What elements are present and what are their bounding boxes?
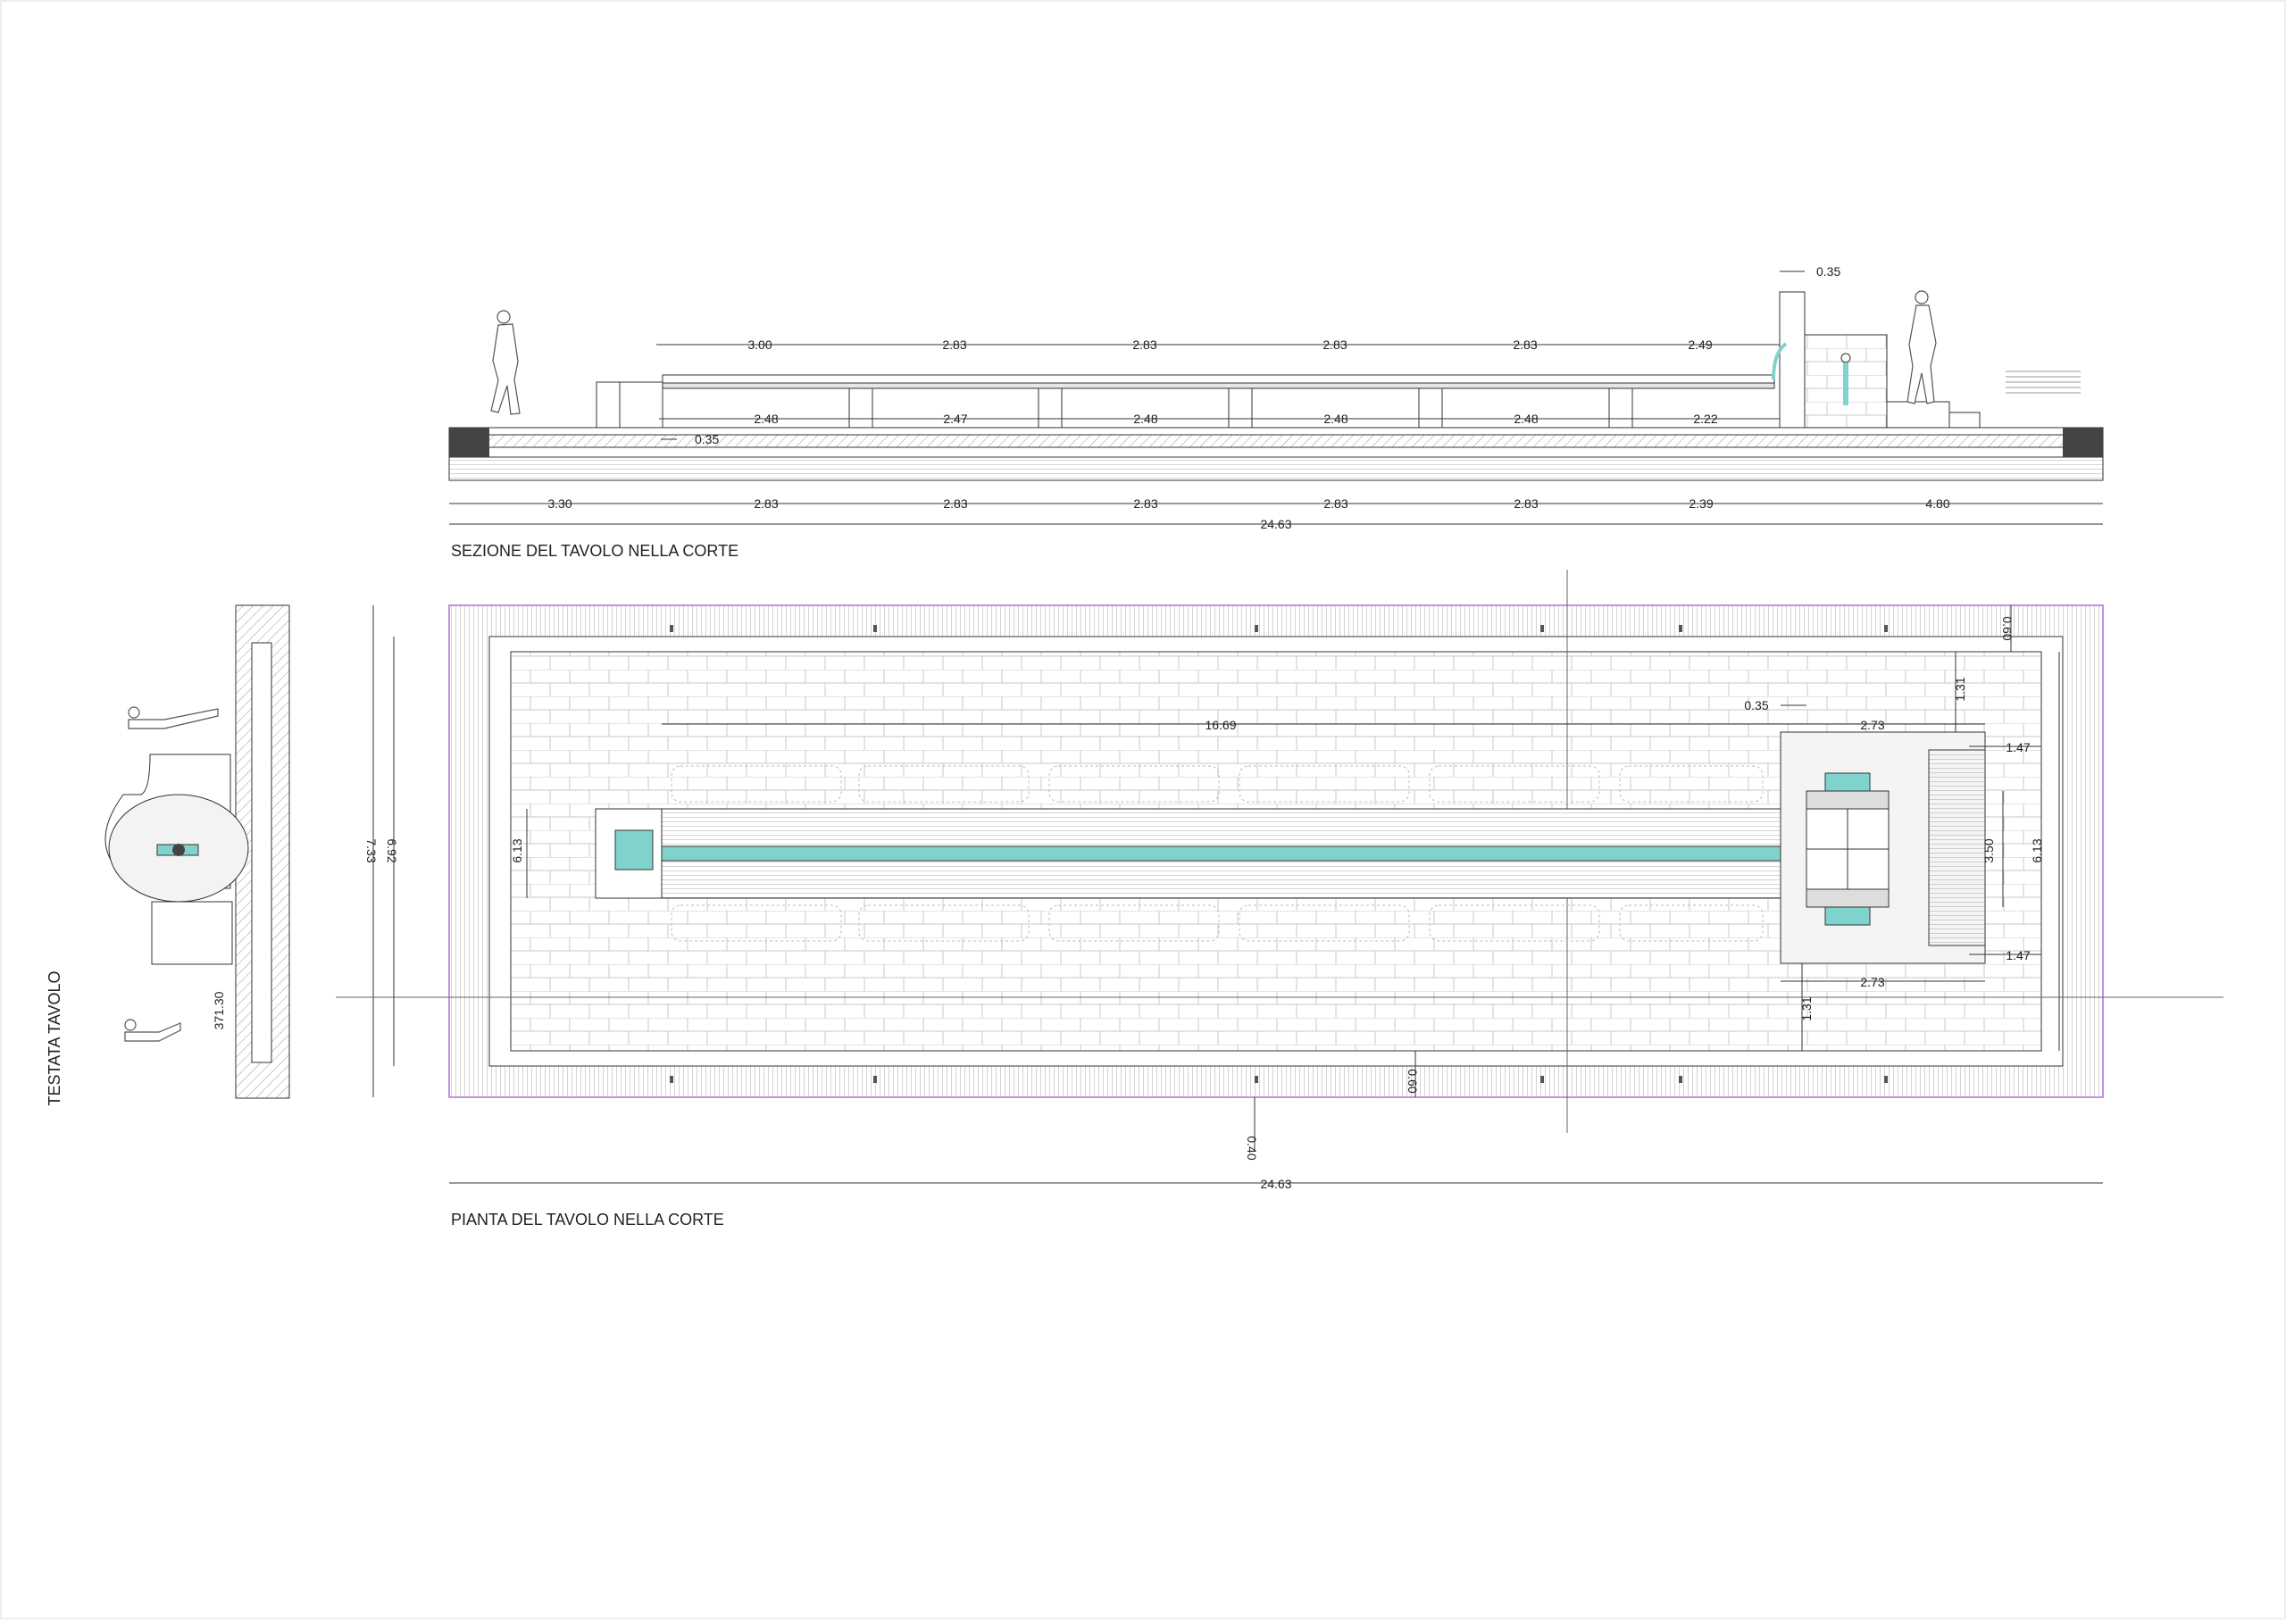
section-dimension-lines <box>449 271 2103 525</box>
plan-fountain-water-bottom <box>1824 906 1871 926</box>
table-leg-3 <box>1228 387 1253 429</box>
table-top-slab <box>662 374 1775 384</box>
sec-inner-dim-4: 2.48 <box>1323 412 1347 426</box>
plan-right-bottom-dim: 1.31 <box>1799 996 1814 1020</box>
plan-fountain-width-top-dim: 2.73 <box>1860 718 1884 732</box>
sec-top-dim-5: 2.83 <box>1513 337 1537 352</box>
table-channel <box>662 382 1775 389</box>
plan-fountain-steps <box>1928 749 1986 946</box>
plan-border-top-dim: 0.60 <box>2000 616 2015 640</box>
head-wall-inner <box>251 642 272 1063</box>
section-drawing: 3.00 2.83 2.83 2.83 2.83 2.49 0.35 2.48 … <box>448 264 2104 560</box>
plan-dimension-lines <box>372 605 2103 1184</box>
plan-right-inner-height-dim: 6.13 <box>2030 838 2044 862</box>
plan-table-edge-bottom <box>661 860 1781 899</box>
plan-mid-height-dim: 6.92 <box>385 838 399 862</box>
plan-right-gap-bottom-dim: 1.47 <box>2006 948 2030 962</box>
table-leg-2 <box>1038 387 1063 429</box>
sec-bottom-dim-4: 2.83 <box>1133 496 1157 511</box>
sec-bottom-dim-7: 2.39 <box>1689 496 1713 511</box>
plan-border-bottom-dim: 0.60 <box>1406 1069 1420 1093</box>
plan-fountain-offset-dim: 0.35 <box>1744 698 1768 712</box>
head-height-dim: 371.30 <box>212 991 226 1029</box>
head-elevation: 371.30 TESTATA TAVOLO <box>46 604 290 1106</box>
sec-top-dim-3: 2.83 <box>1132 337 1156 352</box>
sec-total-dim: 24.63 <box>1260 517 1291 531</box>
section-title: SEZIONE DEL TAVOLO NELLA CORTE <box>451 542 738 560</box>
sec-inner-dim-3: 2.48 <box>1133 412 1157 426</box>
person-figure-right <box>1906 290 1937 404</box>
sec-top-dim-1: 3.00 <box>747 337 772 352</box>
person-figure-left <box>490 310 521 415</box>
plan-drawing: 16.69 0.35 2.73 2.73 1.31 1.31 1.47 1.47… <box>336 570 2223 1228</box>
head-spout <box>172 844 185 856</box>
plan-table-head-water <box>614 829 654 870</box>
head-person-bottom <box>124 1019 181 1042</box>
sec-top-extra-dim: 0.35 <box>1816 264 1840 279</box>
sec-bottom-dim-6: 2.83 <box>1514 496 1538 511</box>
sec-bottom-dim-1: 3.30 <box>547 496 572 511</box>
plan-outer-height-dim: 7.33 <box>364 838 379 862</box>
plan-seats <box>671 765 1764 942</box>
plan-step-dim: 0.40 <box>1245 1136 1259 1160</box>
plan-table-length-dim: 16.69 <box>1205 718 1236 732</box>
plan-title: PIANTA DEL TAVOLO NELLA CORTE <box>451 1211 724 1228</box>
head-title: TESTATA TAVOLO <box>46 970 63 1105</box>
plan-right-gap-top-dim: 1.47 <box>2006 740 2030 754</box>
table-leg-4 <box>1418 387 1443 429</box>
fountain-spout-arc <box>1772 342 1788 380</box>
plan-fountain-width-bottom-dim: 2.73 <box>1860 975 1884 989</box>
sec-inner-dim-6: 2.22 <box>1693 412 1717 426</box>
sec-bottom-dim-3: 2.83 <box>943 496 967 511</box>
ground-edge-right <box>2063 428 2103 457</box>
sec-top-dim-2: 2.83 <box>942 337 966 352</box>
table-leg-5 <box>1608 387 1633 429</box>
plan-water-channel <box>661 845 1781 862</box>
fountain-step-2 <box>1948 412 1981 429</box>
fountain-step-1 <box>1886 401 1950 429</box>
plan-right-top-dim: 1.31 <box>1953 677 1967 701</box>
table-end-block <box>619 381 663 429</box>
fountain-pillar <box>1779 291 1806 429</box>
fountain-water-jet <box>1843 362 1848 405</box>
sec-inner-dim-2: 2.47 <box>943 412 967 426</box>
table-base-block <box>596 381 621 429</box>
ground-layer-bottom <box>448 456 2104 481</box>
head-person-top <box>128 706 219 729</box>
ground-layer-base <box>448 446 2104 458</box>
plan-fountain-height-dim: 3.50 <box>1981 838 1996 862</box>
small-legend-note <box>2006 371 2081 394</box>
plan-total-width-dim: 24.63 <box>1260 1177 1291 1191</box>
plan-left-inner-height-dim: 6.13 <box>510 838 524 862</box>
sec-top-dim-4: 2.83 <box>1322 337 1347 352</box>
table-leg-1 <box>848 387 873 429</box>
sec-inner-extra-dim: 0.35 <box>695 432 719 446</box>
sec-bottom-dim-2: 2.83 <box>754 496 778 511</box>
sec-inner-dim-5: 2.48 <box>1514 412 1538 426</box>
ground-edge-left <box>449 428 489 457</box>
plan-table-edge-top <box>661 808 1781 847</box>
plan-lamp-markers <box>670 625 1888 1083</box>
plan-fountain-water-top <box>1824 772 1871 792</box>
fountain-wall <box>1804 334 1888 429</box>
sec-inner-dim-1: 2.48 <box>754 412 778 426</box>
sec-top-dim-6: 2.49 <box>1688 337 1712 352</box>
sec-bottom-dim-8: 4.80 <box>1925 496 1949 511</box>
sec-bottom-dim-5: 2.83 <box>1323 496 1347 511</box>
head-pedestal <box>151 901 233 965</box>
